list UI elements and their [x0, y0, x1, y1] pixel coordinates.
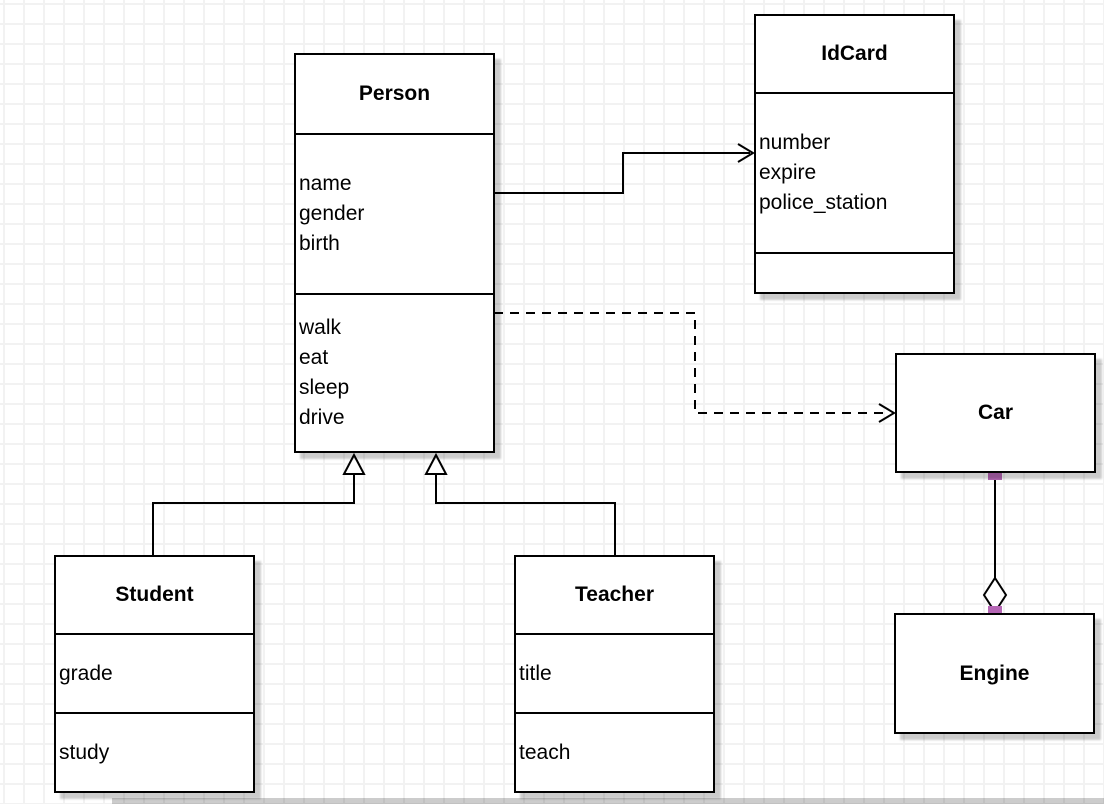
class-idcard-title: IdCard	[756, 16, 953, 94]
attribute: number	[759, 131, 831, 154]
method: study	[59, 740, 110, 764]
open-arrowhead-idcard	[737, 143, 755, 163]
hollow-triangle-arrowhead-student	[342, 452, 366, 475]
method: walk	[299, 316, 342, 339]
attribute: title	[519, 661, 552, 685]
class-person-attributes: name gender birth	[296, 135, 493, 295]
class-student-title: Student	[56, 557, 253, 635]
method: eat	[299, 346, 329, 369]
edge-association-person-idcard[interactable]	[494, 152, 750, 194]
attribute: expire	[759, 161, 817, 184]
class-person[interactable]: Person name gender birth walk eat sleep …	[294, 53, 495, 453]
class-teacher-attributes: title	[516, 635, 713, 714]
class-car-title: Car	[977, 401, 1014, 424]
hollow-triangle-arrowhead-teacher	[424, 452, 448, 475]
edge-generalization-student-person[interactable]	[152, 474, 355, 555]
class-car[interactable]: Car	[895, 353, 1096, 473]
method: sleep	[299, 376, 350, 399]
class-idcard[interactable]: IdCard number expire police_station	[754, 14, 955, 294]
class-idcard-methods	[756, 254, 953, 292]
class-student-methods: study	[56, 714, 253, 791]
edge-generalization-teacher-person[interactable]	[435, 474, 616, 555]
method: teach	[519, 740, 571, 764]
method: drive	[299, 406, 345, 429]
attribute: birth	[299, 232, 340, 255]
attribute: grade	[59, 661, 113, 685]
class-person-title: Person	[296, 55, 493, 135]
class-person-methods: walk eat sleep drive	[296, 295, 493, 451]
class-engine[interactable]: Engine	[894, 613, 1095, 734]
page-edge-shadow	[112, 798, 1104, 804]
class-engine-title: Engine	[959, 661, 1030, 685]
class-student-attributes: grade	[56, 635, 253, 714]
class-teacher-methods: teach	[516, 714, 713, 791]
attribute: name	[299, 172, 352, 195]
open-arrowhead-car	[878, 403, 896, 423]
attribute: police_station	[759, 191, 888, 214]
class-idcard-attributes: number expire police_station	[756, 94, 953, 254]
class-student[interactable]: Student grade study	[54, 555, 255, 793]
edge-dependency-person-car[interactable]	[494, 312, 890, 414]
hollow-diamond-arrowhead-engine	[982, 576, 1008, 614]
attribute: gender	[299, 202, 365, 225]
class-teacher-title: Teacher	[516, 557, 713, 635]
class-teacher[interactable]: Teacher title teach	[514, 555, 715, 793]
